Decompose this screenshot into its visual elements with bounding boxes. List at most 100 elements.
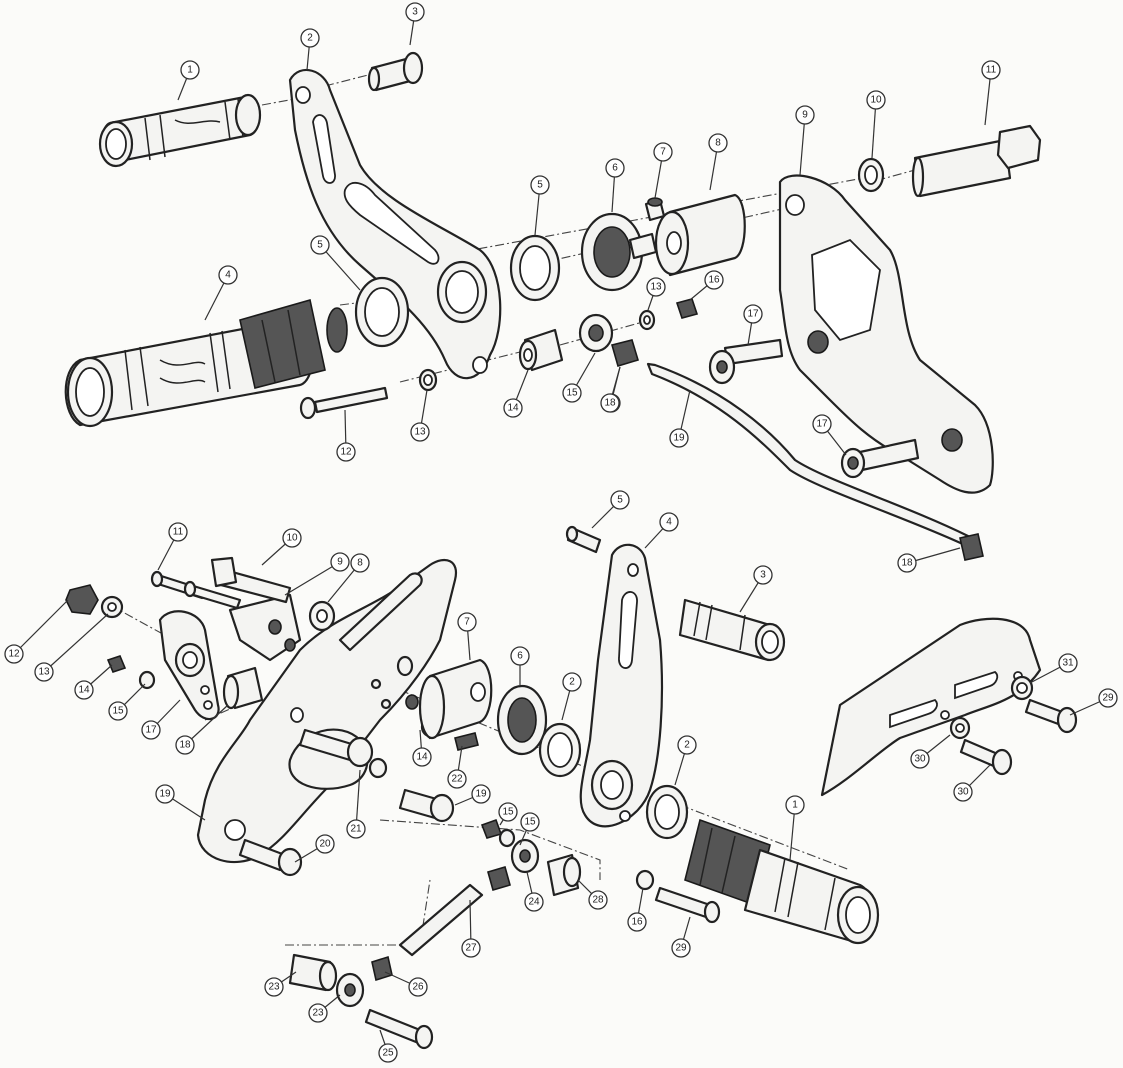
upper-small-washer-a: [418, 368, 438, 392]
lower-rod-end-23b: [335, 972, 365, 1008]
upper-callout-ring-14: [503, 398, 523, 418]
upper-callout-label: 11: [986, 65, 997, 76]
lower-callout-ring-2: [562, 672, 582, 692]
lower-callout-ring-4: [659, 512, 679, 532]
lower-callout-label: 14: [416, 752, 428, 763]
lower-callout-label: 18: [179, 740, 191, 751]
lower-callout-label: 23: [268, 982, 280, 993]
lower-bolt-28: [654, 886, 721, 924]
lower-callout-ring-30: [953, 782, 973, 802]
lower-callout-label: 20: [319, 839, 331, 850]
lower-callout-ring-14: [74, 680, 94, 700]
lower-callout-ring-22: [447, 769, 467, 789]
upper-footpeg: [64, 298, 348, 428]
lower-callout-label: 27: [465, 943, 477, 954]
lower-callout-label: 29: [1102, 693, 1114, 704]
lower-bolt-19a: [398, 788, 455, 823]
lower-small-plate: [158, 610, 220, 721]
upper-callout-label: 19: [673, 433, 685, 444]
upper-leader-9: [799, 114, 806, 176]
upper-bolt-17a: [708, 338, 784, 385]
lower-callout-label: 15: [112, 706, 124, 717]
lower-callout-ring-19: [155, 784, 175, 804]
lower-callout-label: 15: [524, 817, 536, 828]
upper-callout-label: 14: [507, 403, 519, 414]
lower-callout-label: 4: [666, 517, 672, 528]
lower-collar: [496, 684, 548, 756]
lower-bolt-29a: [1024, 698, 1078, 734]
lower-nut-12: [65, 584, 99, 615]
lower-bush-22: [288, 953, 338, 992]
lower-bolt-29b: [959, 738, 1013, 776]
lower-callout-label: 5: [617, 495, 623, 506]
upper-pin: [367, 51, 424, 92]
lower-callout-ring-21: [346, 819, 366, 839]
lower-bolt-24: [364, 1008, 434, 1050]
upper-callout-ring-16: [704, 270, 724, 290]
lower-footpeg: [684, 818, 880, 945]
upper-callout-label: 5: [537, 180, 543, 191]
lower-callout-label: 26: [412, 982, 424, 993]
lower-callout-ring-30: [910, 749, 930, 769]
upper-bush: [518, 328, 564, 372]
lower-callout-label: 12: [8, 649, 20, 660]
lower-callout-label: 9: [337, 557, 343, 568]
lower-callout-ring-9: [330, 552, 350, 572]
upper-set-screw: [644, 197, 666, 222]
upper-callout-label: 12: [340, 447, 352, 458]
upper-threaded-end: [611, 339, 639, 367]
lower-bush-27: [546, 853, 582, 897]
lower-axis-rod: [285, 819, 601, 946]
upper-rod-end: [578, 313, 614, 353]
lower-nut-25a: [487, 866, 511, 891]
lower-callout-label: 17: [145, 725, 157, 736]
lower-leader-9: [284, 561, 341, 596]
lower-leader-18: [184, 704, 229, 746]
lower-callout-ring-2: [677, 735, 697, 755]
lower-nut-14: [106, 655, 127, 673]
upper-callout-ring-15: [562, 383, 582, 403]
lower-washer-8: [308, 600, 336, 632]
upper-callout-label: 1: [187, 65, 193, 76]
lower-callout-ring-12: [4, 644, 24, 664]
lower-washer-15: [138, 670, 156, 690]
lower-callout-label: 1: [792, 800, 798, 811]
lower-spacer-17: [222, 666, 264, 710]
lower-callout-label: 16: [631, 917, 643, 928]
lower-callout-label: 13: [38, 667, 50, 678]
upper-callout-ring-9: [795, 105, 815, 125]
lower-callout-label: 23: [312, 1008, 324, 1019]
upper-callout-ring-5: [310, 235, 330, 255]
upper-callout-label: 18: [604, 398, 616, 409]
lower-bracket: [228, 593, 302, 662]
upper-leader-10: [871, 99, 877, 159]
lower-shift-rod-26: [398, 883, 484, 957]
upper-washer-center: [509, 234, 561, 302]
lower-washer-2a: [538, 722, 582, 778]
lower-callout-ring-11: [168, 522, 188, 542]
lower-callout-label: 7: [464, 617, 470, 628]
lower-callout-ring-14: [412, 747, 432, 767]
upper-mounting-plate: [778, 174, 994, 494]
lower-pin-20: [298, 728, 388, 779]
lower-callout-ring-27: [461, 938, 481, 958]
upper-callout-label: 10: [870, 95, 882, 106]
upper-callout-ring-17: [812, 414, 832, 434]
upper-callout-ring-7: [653, 142, 673, 162]
lower-callout-ring-15: [108, 701, 128, 721]
upper-callout-label: 17: [816, 419, 828, 430]
lower-callout-label: 3: [760, 570, 766, 581]
lower-washer-15b: [498, 828, 516, 848]
upper-pivot-bolt: [299, 386, 389, 420]
lower-leader-21: [355, 769, 361, 830]
lower-spacer-7: [418, 658, 493, 740]
lower-washer-30a: [1010, 675, 1034, 701]
upper-callout-label: 13: [650, 282, 662, 293]
upper-leader-5: [319, 244, 361, 291]
lower-callout-label: 31: [1062, 658, 1074, 669]
upper-small-washer-b: [638, 309, 656, 331]
lower-callout-ring-23: [264, 977, 284, 997]
lower-rider-peg: [678, 598, 786, 662]
upper-callout-label: 2: [307, 33, 313, 44]
lower-callout-ring-23: [308, 1003, 328, 1023]
